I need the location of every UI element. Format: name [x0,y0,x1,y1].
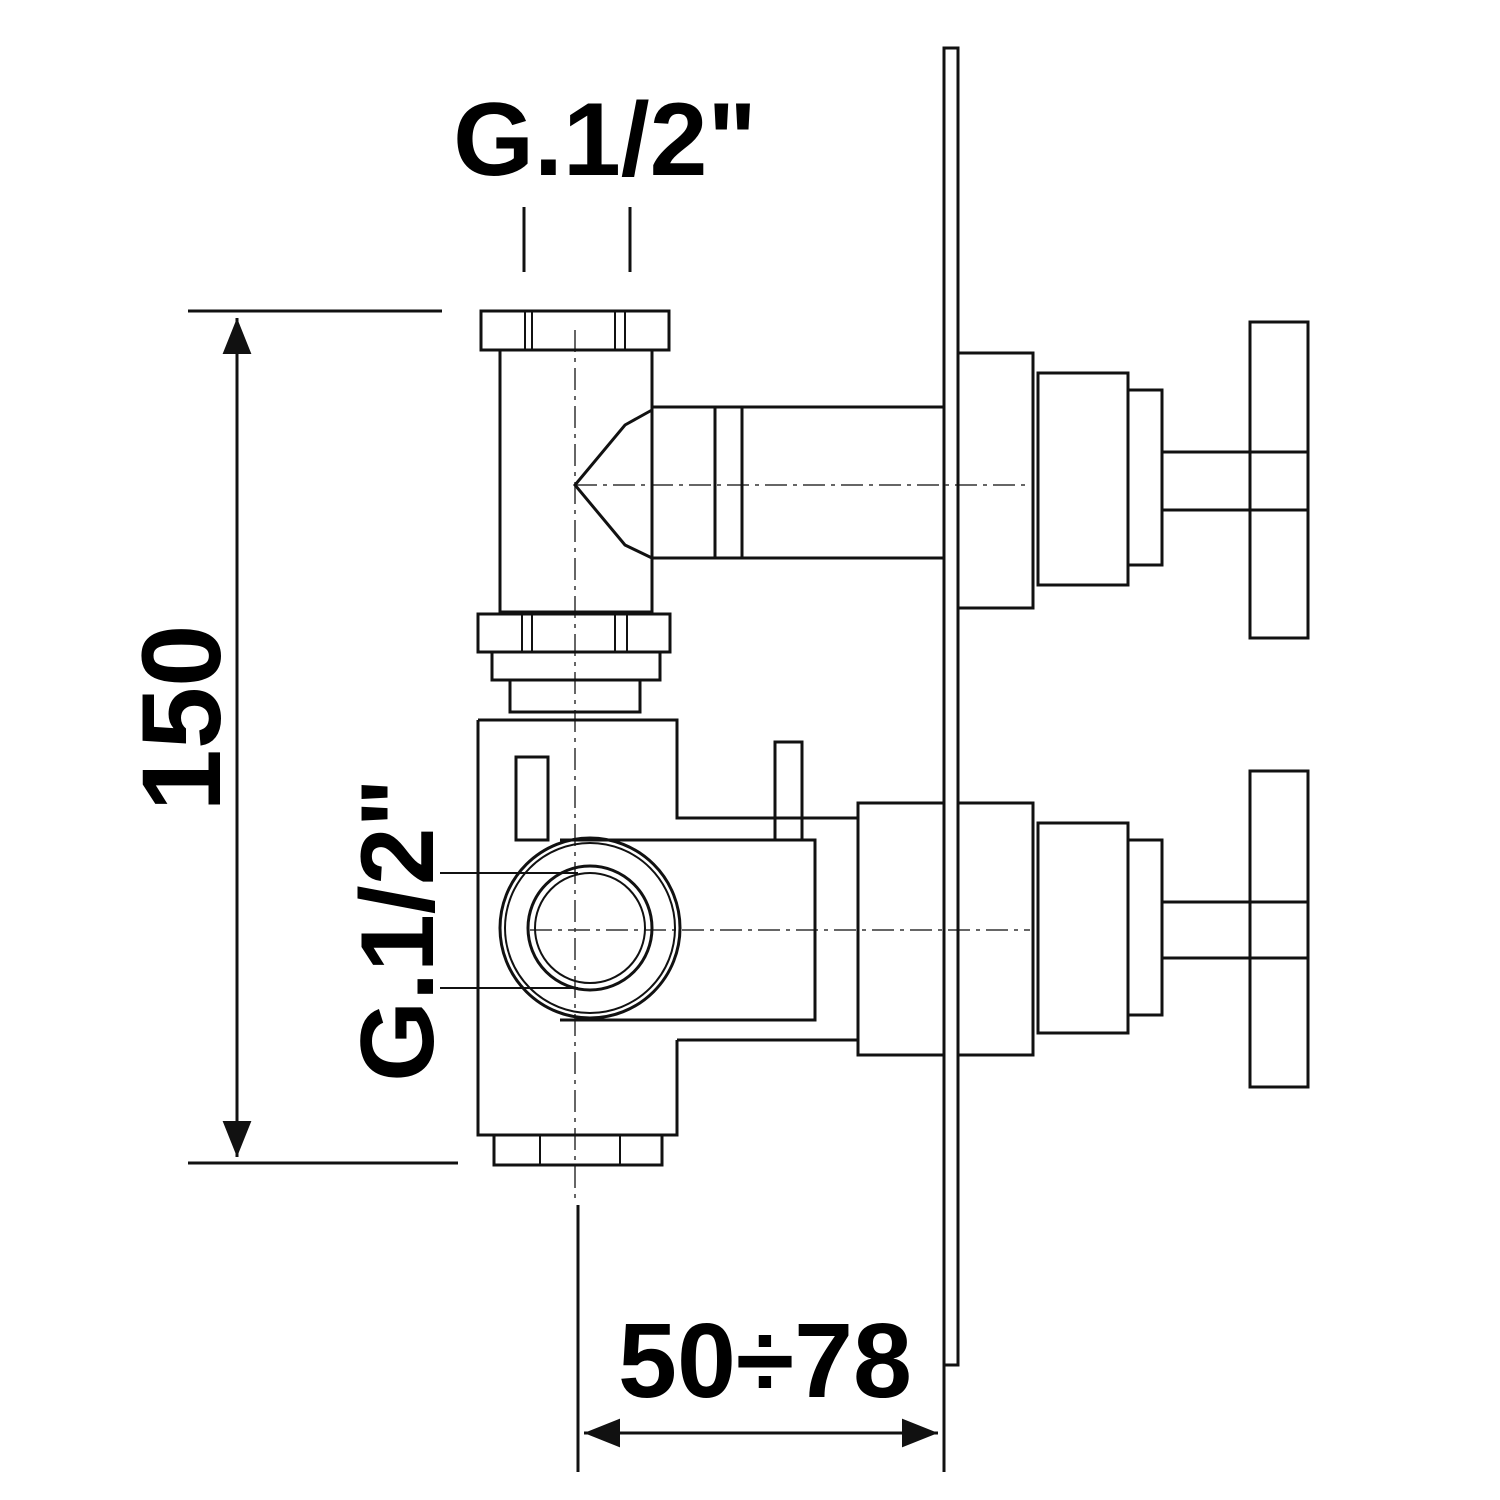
lower-body [440,718,858,1167]
side-thread-label: G.1/2" [340,778,456,1082]
diverter-lever [514,755,550,842]
depth-dimension-label: 50÷78 [618,1302,912,1420]
upper-valve-handle [956,320,1310,640]
pin [773,740,804,842]
wall-plate [942,46,960,1367]
top-thread-label: G.1/2" [453,82,757,198]
depth-dimension: 50÷78 [576,1205,946,1472]
height-dimension: 150 [119,309,458,1165]
upper-body [479,309,944,614]
middle-nut [476,612,672,714]
lower-valve-handle [856,769,1310,1089]
height-dimension-label: 150 [119,625,244,812]
